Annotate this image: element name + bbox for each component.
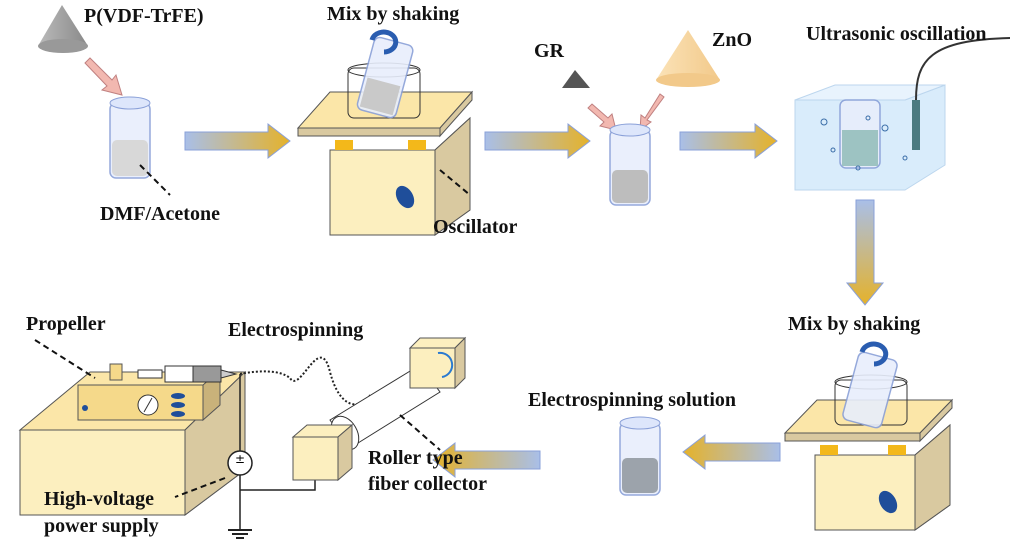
arrow-right-3: [679, 122, 778, 160]
arrow-left-1: [682, 433, 781, 471]
oscillator-1: [296, 29, 474, 236]
label-propeller: Propeller: [26, 313, 106, 335]
beaker-electrospinning-solution: [619, 416, 661, 496]
label-power-supply-2: power supply: [44, 515, 159, 537]
label-solvent: DMF/Acetone: [100, 203, 220, 225]
ultrasonic-bath: [794, 37, 1011, 191]
beaker-mixture: [609, 123, 651, 206]
leader-oscillator: [439, 169, 471, 196]
arrow-down: [845, 199, 885, 306]
label-solution: Electrospinning solution: [528, 389, 736, 411]
polymer-powder-cone: [38, 5, 88, 53]
zno-powder-cone: [656, 30, 720, 87]
electrospinning-apparatus: ±: [18, 336, 467, 539]
leader-solvent: [139, 164, 171, 196]
label-roller-2: fiber collector: [368, 473, 487, 495]
beaker-solvent: [109, 96, 151, 179]
zno-arrow: [639, 93, 665, 132]
label-gr: GR: [534, 40, 565, 62]
arrow-right-1: [184, 122, 291, 160]
label-mix-1: Mix by shaking: [327, 3, 459, 25]
leader-propeller: [34, 339, 96, 379]
label-ultrasonic: Ultrasonic oscillation: [806, 23, 987, 45]
label-polymer: P(VDF-TrFE): [84, 5, 204, 27]
label-mix-2: Mix by shaking: [788, 313, 920, 335]
oscillator-2: [783, 341, 954, 531]
label-roller-1: Roller type: [368, 447, 463, 469]
label-electrospinning: Electrospinning: [228, 319, 363, 341]
leader-roller: [399, 414, 441, 451]
label-oscillator: Oscillator: [433, 216, 518, 238]
process-arrows: [184, 122, 885, 479]
arrow-right-2: [484, 122, 591, 160]
label-zno: ZnO: [712, 29, 752, 51]
label-power-supply-1: High-voltage: [44, 488, 154, 510]
leader-power-supply: [174, 477, 226, 498]
arrow-left-2: [432, 441, 541, 479]
svg-text:±: ±: [235, 452, 245, 466]
powder-arrow: [84, 57, 123, 96]
gr-powder: [562, 70, 590, 88]
gr-arrow: [587, 103, 617, 131]
